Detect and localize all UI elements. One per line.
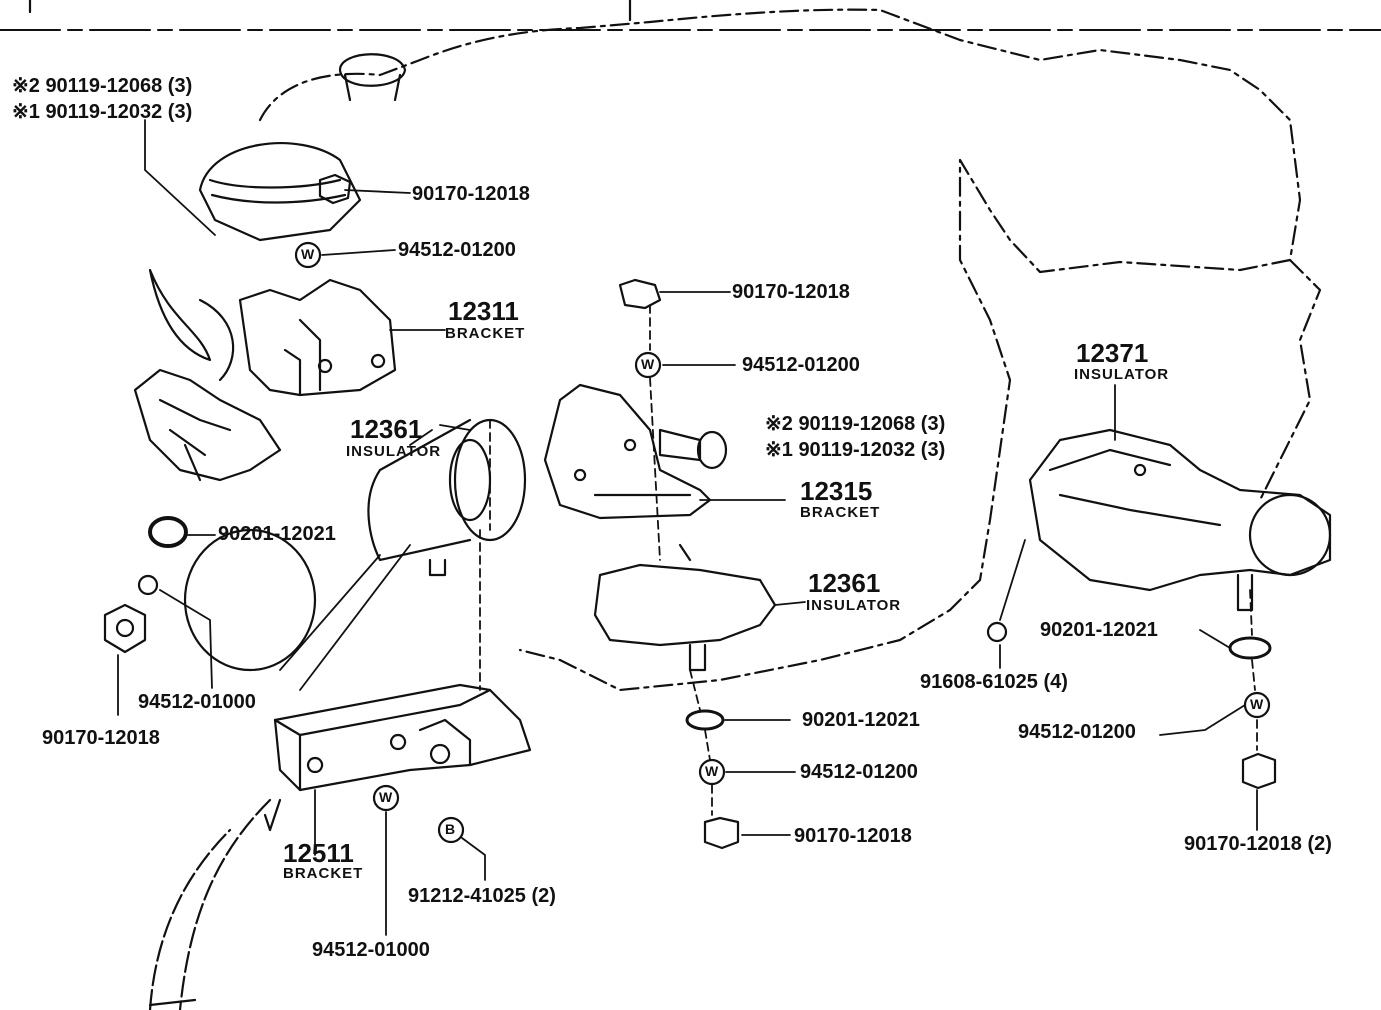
label-washer-90201-left: 90201-12021 — [218, 523, 336, 545]
label-nut-right: 90170-12018 (2) — [1184, 833, 1332, 855]
washer-w-icon — [294, 241, 322, 269]
pulley-left — [183, 528, 317, 672]
label-insulator-word: INSULATOR — [346, 443, 442, 460]
washer-w-icon: W — [301, 246, 315, 262]
washer-b-icon — [437, 816, 465, 844]
label-washer-center-top: 94512-01200 — [742, 354, 860, 376]
hex-nut-icon — [703, 816, 740, 850]
insulator-12371-stud — [1236, 573, 1254, 612]
label-washer-94512-center: 94512-01200 — [800, 761, 918, 783]
engine-outline-right — [1258, 258, 1322, 502]
label-washer-94512-right: 94512-01200 — [1018, 721, 1136, 743]
center-bolt — [658, 428, 702, 462]
insulator-stud — [428, 558, 447, 577]
engine-outline — [258, 8, 1302, 692]
bracket-12511-hole — [306, 733, 407, 774]
washer-icon — [1228, 636, 1272, 660]
washer-w-icon — [698, 758, 726, 786]
washer-icon — [986, 621, 1008, 643]
label-bracket-12311: 12311 — [448, 296, 519, 326]
leader-lines — [117, 119, 1258, 936]
label-bracket-12511: 12511 — [283, 838, 354, 868]
bracket-12511-shape — [273, 683, 532, 792]
left-mount-detail — [158, 398, 232, 482]
washer-icon — [148, 516, 188, 548]
hex-nut-hole — [115, 618, 135, 638]
center-bolt-head — [696, 430, 728, 470]
washer-w-icon — [634, 351, 662, 379]
label-nut-left: 90170-12018 — [42, 727, 160, 749]
label-center-bolt-2: ※2 90119-12068 (3) — [765, 413, 946, 435]
insulator-12371-detail — [1048, 448, 1222, 527]
top-frame — [28, 0, 632, 22]
washer-w-icon: W — [641, 356, 655, 372]
washer-w-icon: W — [1250, 696, 1264, 712]
label-washer-94512-01000-mid: 94512-01000 — [138, 691, 256, 713]
fan-blades — [148, 268, 235, 382]
washer-w-icon — [372, 784, 400, 812]
label-insulator-center-word: INSULATOR — [806, 597, 902, 614]
label-insulator-12371: 12371 — [1076, 338, 1149, 368]
label-nut-a: 90170-12018 — [412, 183, 530, 205]
bracket-12315-detail — [573, 438, 692, 497]
label-nut-center-bottom: 90170-12018 — [794, 825, 912, 847]
label-nut-center-top: 90170-12018 — [732, 281, 850, 303]
insulator-12371-shape — [1028, 428, 1332, 592]
filler-neck — [343, 73, 402, 102]
label-washer-90201-center: 90201-12021 — [802, 709, 920, 731]
label-bolt-91608: 91608-61025 (4) — [920, 671, 1068, 693]
label-bracket-12511-word: BRACKET — [283, 865, 364, 882]
frame-line — [148, 798, 272, 1010]
label-bolt-91212: 91212-41025 (2) — [408, 885, 556, 907]
filler-cap — [338, 53, 407, 87]
label-bracket-12315-word: BRACKET — [800, 504, 881, 521]
label-insulator-12361: 12361 — [350, 414, 423, 444]
washer-w-icon: W — [379, 789, 393, 805]
label-center-bolt-1: ※1 90119-12032 (3) — [765, 439, 946, 461]
bracket-12311-hole — [317, 353, 386, 374]
frame-bottom — [148, 998, 197, 1007]
label-washer-90201-right: 90201-12021 — [1040, 619, 1158, 641]
hex-nut-icon — [318, 173, 352, 205]
dome-lines — [208, 178, 347, 204]
washer-w-icon: W — [705, 763, 719, 779]
bracket-12311-rib — [283, 318, 322, 397]
hex-nut-icon — [103, 603, 147, 654]
washer-icon — [137, 574, 159, 596]
bracket-12511-top — [273, 688, 492, 792]
left-mount-body — [133, 368, 282, 482]
label-top-bolt-1: ※1 90119-12032 (3) — [12, 101, 193, 123]
insulator-center-stud — [678, 543, 707, 672]
label-washer-94512-01000-bottom: 94512-01000 — [312, 939, 430, 961]
washer-b-icon: B — [445, 821, 456, 837]
hex-nut-icon — [1241, 752, 1277, 790]
label-bracket-12315: 12315 — [800, 476, 873, 506]
insulator-12371-cylinder — [1248, 493, 1332, 577]
washer-icon — [685, 709, 725, 731]
label-insulator-12371-word: INSULATOR — [1074, 366, 1170, 383]
bracket-12315-shape — [543, 383, 712, 520]
frame-guide — [263, 798, 282, 832]
insulator-12361-center — [593, 563, 777, 647]
label-washer-a: 94512-01200 — [398, 239, 516, 261]
bracket-12311-shape — [238, 278, 397, 397]
label-top-bolt-2: ※2 90119-12068 (3) — [12, 75, 193, 97]
dome-cover — [198, 142, 362, 242]
label-insulator-12361-center: 12361 — [808, 568, 881, 598]
bracket-12511-ear — [418, 718, 472, 767]
hex-nut-icon — [618, 278, 662, 310]
label-bracket-word: BRACKET — [445, 325, 526, 342]
